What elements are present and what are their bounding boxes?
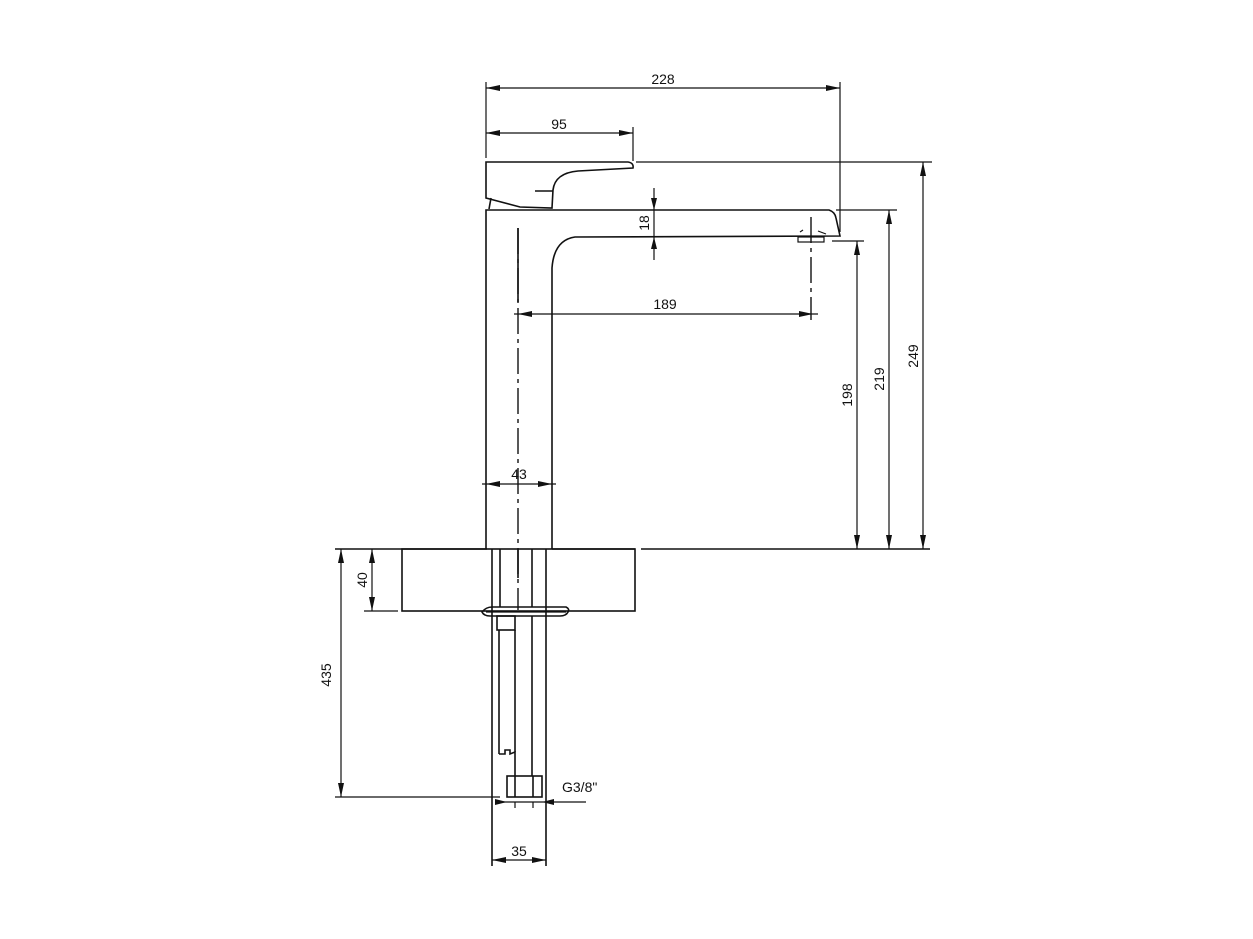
dim-overall-height: 249 [905,162,926,549]
dim-outlet-height: 198 [839,241,860,549]
dim-below-deck-length: 435 [318,549,500,798]
svg-text:189: 189 [653,296,677,312]
mounting-plate [481,606,570,617]
dim-body-width: 43 [482,466,556,487]
dim-lever-length: 95 [486,116,634,161]
dim-spout-thickness: 18 [636,188,657,260]
svg-text:95: 95 [551,116,567,132]
svg-text:G3/8": G3/8" [562,779,597,795]
dim-overall-length: 228 [485,71,841,232]
svg-text:198: 198 [839,383,855,407]
connector-nut [506,775,543,798]
dim-connection-width: 35 [492,843,546,863]
lever-handle [485,161,634,209]
svg-text:228: 228 [651,71,675,87]
svg-text:18: 18 [636,215,652,231]
body-spout [485,209,841,549]
svg-text:43: 43 [511,466,527,482]
dim-deck-thickness: 40 [354,549,398,612]
svg-text:219: 219 [871,367,887,391]
svg-text:35: 35 [511,843,527,859]
deck-section [335,548,930,617]
svg-text:249: 249 [905,344,921,368]
svg-text:40: 40 [354,572,370,588]
dim-spout-top-height: 219 [871,210,892,549]
tap-outline [485,161,841,549]
svg-text:435: 435 [318,663,334,687]
supply-assembly [491,549,547,866]
thread-callout: G3/8" [495,779,597,808]
dim-spout-projection: 189 [514,296,818,317]
